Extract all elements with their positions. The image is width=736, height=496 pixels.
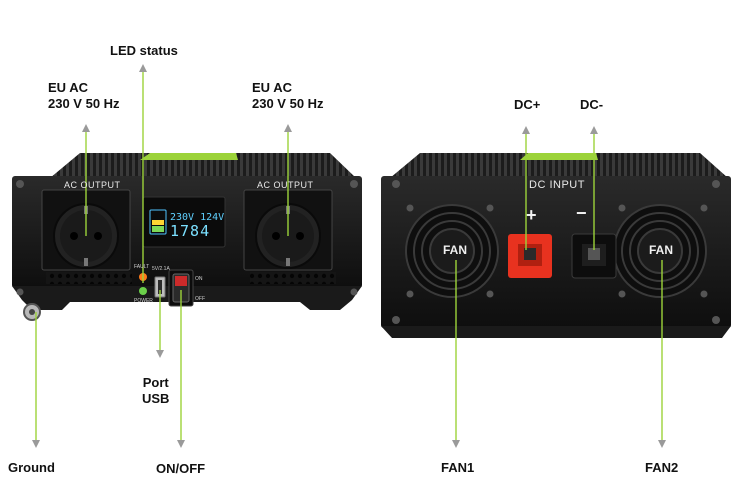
minus-sign: −	[576, 203, 587, 223]
callout-fan2: FAN2	[645, 460, 679, 475]
callout-port-usb-line2: USB	[142, 391, 170, 406]
lcd-power-readout: 1784	[170, 222, 211, 240]
lcd-voltage-readout: 230V 124V	[170, 212, 225, 223]
callout-eu-ac-left: EU AC 230 V 50 Hz	[48, 80, 120, 112]
callout-eu-ac-right-line2: 230 V 50 Hz	[252, 96, 324, 111]
fan-right	[613, 204, 707, 298]
dc-plus-terminal	[508, 234, 552, 278]
callout-eu-ac-right: EU AC 230 V 50 Hz	[252, 80, 324, 112]
dc-minus-terminal	[571, 233, 617, 279]
usb-rating-label: 5V/2.1A	[152, 266, 170, 272]
pointers	[32, 64, 666, 448]
ac-output-right-label: AC OUTPUT	[257, 180, 314, 190]
callout-eu-ac-right-line1: EU AC	[252, 80, 292, 95]
callout-dc-plus: DC+	[514, 97, 541, 112]
callout-ground: Ground	[8, 460, 55, 475]
callout-port-usb-line1: Port	[142, 375, 169, 390]
power-led	[139, 287, 147, 295]
power-label: POWER	[134, 298, 153, 304]
fan-right-label: FAN	[649, 243, 673, 257]
callout-led-status: LED status	[110, 43, 178, 58]
callout-on-off: ON/OFF	[156, 461, 206, 476]
ac-output-left-label: AC OUTPUT	[64, 180, 121, 190]
callout-port-usb: Port USB	[142, 375, 169, 407]
fault-label: FAULT	[134, 264, 150, 270]
callout-eu-ac-left-line1: EU AC	[48, 80, 88, 95]
callout-dc-minus: DC-	[580, 97, 604, 112]
switch-off-label: OFF	[195, 296, 205, 302]
fan-left-label: FAN	[443, 243, 467, 257]
fan-left	[405, 204, 499, 298]
control-area	[139, 269, 194, 307]
ground-terminal	[23, 303, 41, 321]
switch-on-label: ON	[195, 276, 203, 282]
callout-fan1: FAN1	[441, 460, 475, 475]
callout-eu-ac-left-line2: 230 V 50 Hz	[48, 96, 120, 111]
plus-sign: +	[526, 205, 537, 225]
dc-input-label: DC INPUT	[529, 179, 585, 191]
